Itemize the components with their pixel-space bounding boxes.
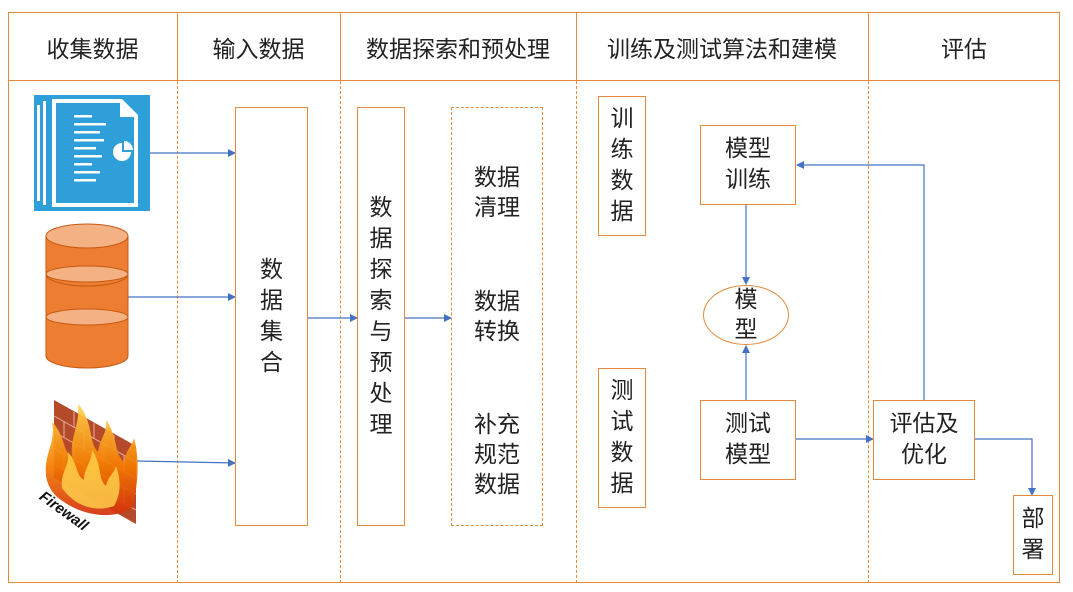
firewall-icon xyxy=(45,400,138,524)
model-train-label: 模型 训练 xyxy=(725,136,771,193)
deploy-label: 部 署 xyxy=(1021,506,1045,563)
dataset-box: 数 据 集 合 xyxy=(235,107,308,526)
eval-optimize-label: 评估及 优化 xyxy=(889,411,959,468)
model-node: 模 型 xyxy=(703,285,789,345)
dataset-label: 数 据 集 合 xyxy=(260,256,283,376)
model-test-box: 测试 模型 xyxy=(700,400,796,480)
train-data-label: 训 练 数 据 xyxy=(610,106,634,225)
explore-preprocess-label: 数 据 探 索 与 预 处 理 xyxy=(369,194,393,438)
column-separator xyxy=(340,81,341,583)
arrow-eval-to-train xyxy=(796,161,925,400)
database-icon xyxy=(45,223,129,369)
header-divider xyxy=(8,80,1060,81)
stage-train: 训练及测试算法和建模 xyxy=(607,36,837,63)
step-normalize: 补充 规范 数据 xyxy=(474,412,520,498)
model-test-label: 测试 模型 xyxy=(725,411,771,468)
diagram-frame xyxy=(8,12,1060,583)
header-separator xyxy=(868,12,869,81)
stage-evaluate: 评估 xyxy=(941,36,987,63)
step-transform: 数据 转换 xyxy=(474,289,520,345)
header-separator xyxy=(576,12,577,81)
eval-optimize-box: 评估及 优化 xyxy=(873,400,975,480)
explore-preprocess-box: 数 据 探 索 与 预 处 理 xyxy=(357,107,405,526)
model-label: 模 型 xyxy=(734,287,758,343)
deploy-box: 部 署 xyxy=(1013,495,1053,575)
stage-input: 输入数据 xyxy=(212,36,305,63)
document-icon xyxy=(34,95,150,211)
column-separator xyxy=(177,81,178,583)
step-clean: 数据 清理 xyxy=(474,165,520,221)
arrow-firewall-to-dataset xyxy=(136,458,236,467)
stage-collect: 收集数据 xyxy=(46,36,139,63)
header-separator xyxy=(340,12,341,81)
header-separator xyxy=(177,12,178,81)
model-train-box: 模型 训练 xyxy=(700,125,796,205)
column-separator xyxy=(576,81,577,583)
preprocess-steps-box xyxy=(451,107,543,526)
test-data-label: 测 试 数 据 xyxy=(610,378,634,497)
column-separator xyxy=(868,81,869,583)
train-data-box: 训 练 数 据 xyxy=(598,96,646,236)
stage-explore: 数据探索和预处理 xyxy=(366,36,550,63)
arrow-eval-to-deploy xyxy=(975,438,1036,496)
test-data-box: 测 试 数 据 xyxy=(598,368,646,508)
